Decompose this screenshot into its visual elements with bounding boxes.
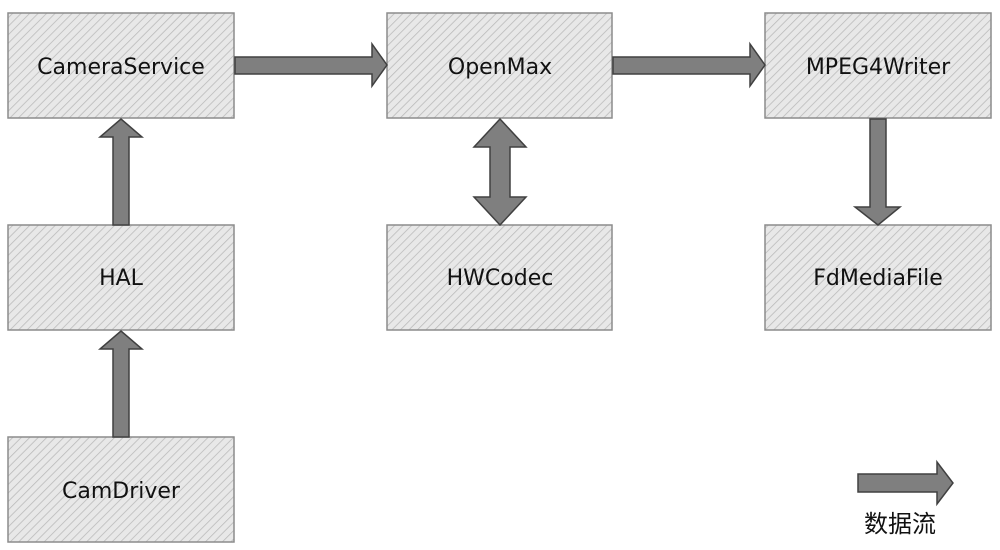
- node-hwcodec: HWCodec: [386, 224, 613, 331]
- node-hwcodec-label: HWCodec: [447, 266, 554, 291]
- node-openmax: OpenMax: [386, 12, 613, 119]
- node-fdmediafile: FdMediaFile: [764, 224, 992, 331]
- arrow-hal-to-camera-service: [97, 118, 145, 226]
- node-mpeg4writer-label: MPEG4Writer: [806, 55, 951, 80]
- arrow-mpeg4writer-to-fdmediafile: [852, 118, 903, 226]
- node-camera-service: CameraService: [7, 12, 235, 119]
- node-camdriver: CamDriver: [7, 436, 235, 543]
- legend-label: 数据流: [864, 510, 936, 538]
- arrow-openmax-hwcodec-bidirectional: [472, 117, 528, 227]
- node-camdriver-label: CamDriver: [62, 479, 181, 504]
- legend: 数据流: [857, 459, 954, 538]
- arrow-openmax-to-mpeg4writer: [612, 41, 766, 89]
- legend-arrow-icon: [857, 459, 954, 507]
- node-openmax-label: OpenMax: [448, 55, 552, 80]
- node-hal-label: HAL: [99, 266, 144, 291]
- arrow-camera-service-to-openmax: [234, 41, 388, 89]
- node-hal: HAL: [7, 224, 235, 331]
- node-camera-service-label: CameraService: [37, 55, 205, 80]
- node-mpeg4writer: MPEG4Writer: [764, 12, 992, 119]
- arrow-camdriver-to-hal: [97, 330, 145, 438]
- node-fdmediafile-label: FdMediaFile: [813, 266, 943, 291]
